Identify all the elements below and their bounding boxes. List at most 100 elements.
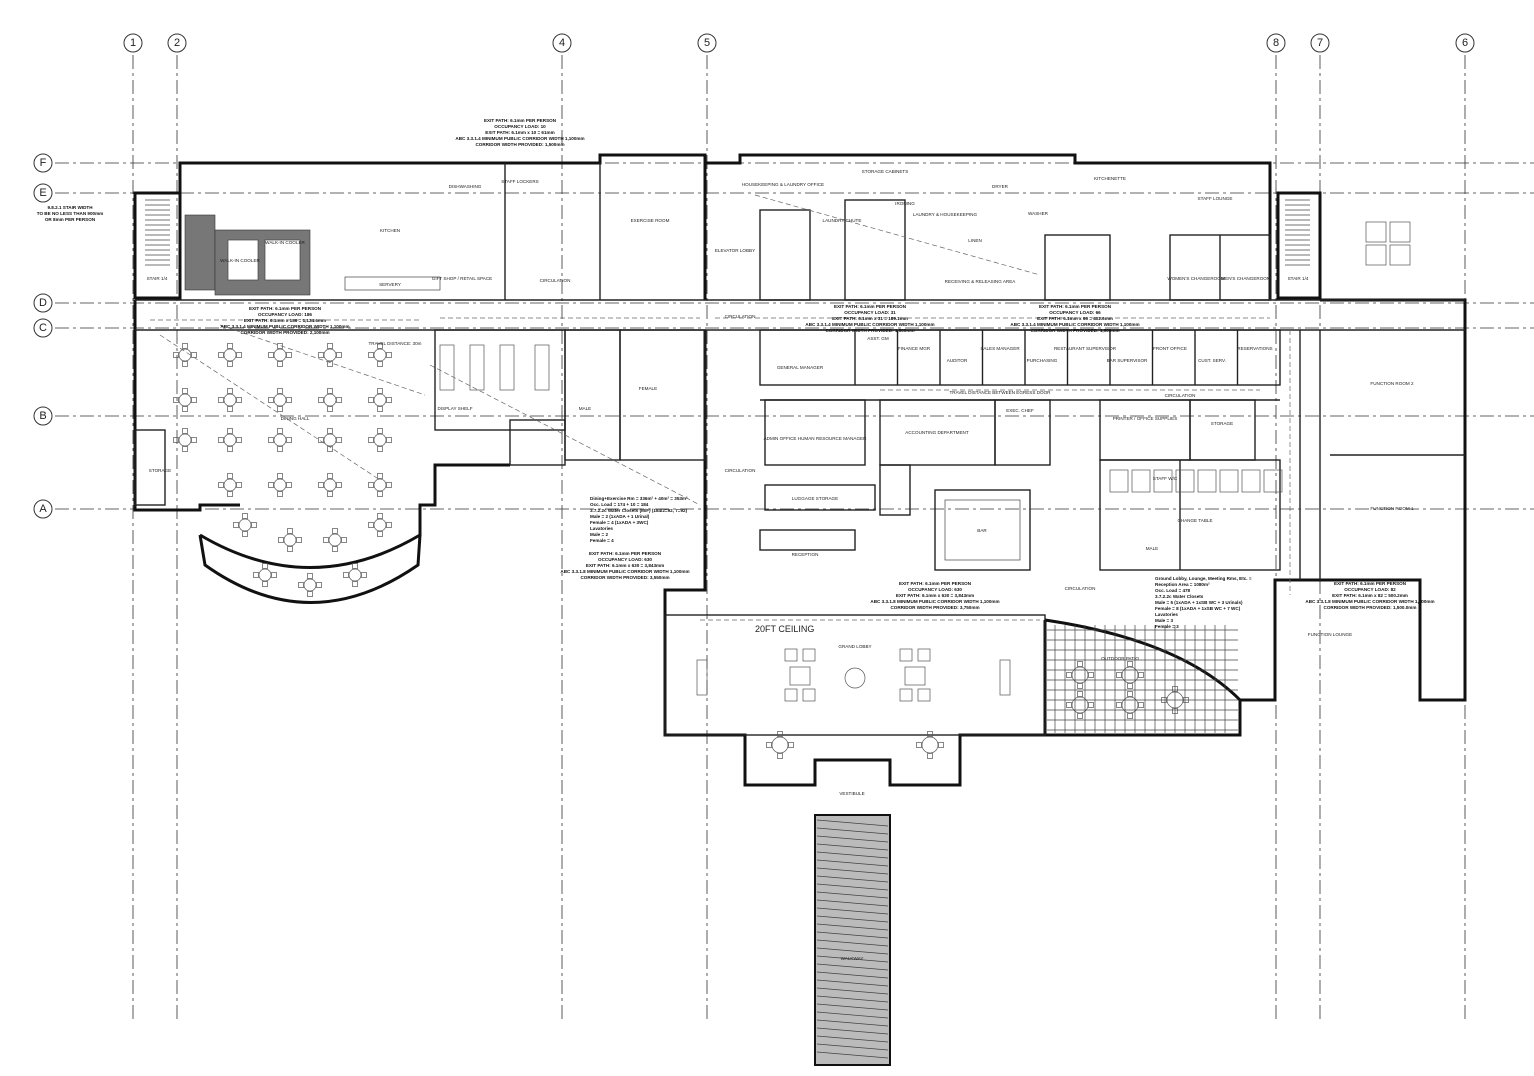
chair bbox=[233, 522, 239, 528]
table bbox=[323, 433, 337, 447]
note-line: Reception Area = 1080m² bbox=[1155, 582, 1210, 587]
svg-text:OR 8mm PER PERSON: OR 8mm PER PERSON bbox=[45, 217, 96, 222]
note-line: EXIT PATH: 6.1mm PER PERSON bbox=[899, 581, 972, 586]
grid-bubble-8: 8 bbox=[1266, 33, 1286, 53]
chair bbox=[1138, 672, 1144, 678]
table bbox=[1071, 696, 1089, 714]
chair bbox=[277, 428, 283, 434]
furniture bbox=[145, 199, 1411, 1059]
table bbox=[223, 348, 237, 362]
toilet-stall bbox=[1109, 469, 1129, 493]
chair bbox=[318, 437, 324, 443]
chair bbox=[368, 397, 374, 403]
chair bbox=[352, 563, 358, 569]
chair bbox=[386, 522, 392, 528]
chair bbox=[361, 572, 367, 578]
chair bbox=[271, 572, 277, 578]
chair bbox=[218, 397, 224, 403]
note-line: ABC 3.3.1.4 MINIMUM PUBLIC CORRIDOR WIDT… bbox=[220, 324, 349, 329]
note-line: ABC 3.3.1.4 MINIMUM PUBLIC CORRIDOR WIDT… bbox=[455, 136, 584, 141]
chair bbox=[916, 742, 922, 748]
chair bbox=[1077, 691, 1083, 697]
chair bbox=[788, 742, 794, 748]
grid-bubble-1: 1 bbox=[123, 33, 143, 53]
room-servery: SERVERY bbox=[379, 282, 401, 287]
chair bbox=[253, 572, 259, 578]
chair bbox=[227, 446, 233, 452]
room-kitchenette: KITCHENETTE bbox=[1094, 176, 1126, 181]
table bbox=[223, 393, 237, 407]
svg-text:9.8.2.1 STAIR WIDTH: 9.8.2.1 STAIR WIDTH bbox=[47, 205, 93, 210]
chair bbox=[277, 388, 283, 394]
chair bbox=[327, 388, 333, 394]
chair bbox=[327, 491, 333, 497]
room-sales-mgr: SALES MANAGER bbox=[980, 346, 1020, 351]
chair bbox=[227, 388, 233, 394]
grid-bubble-A: A bbox=[33, 499, 53, 519]
grid-bubble-E: E bbox=[33, 183, 53, 203]
note-line: Occ. Load = 174 + 10 = 184 bbox=[590, 502, 649, 507]
chair bbox=[377, 531, 383, 537]
room-storage-left: STORAGE bbox=[149, 468, 171, 473]
room-staff-wc: STAFF W/C bbox=[1153, 476, 1178, 481]
chair bbox=[287, 546, 293, 552]
chair bbox=[938, 742, 944, 748]
room-outdoor-patio: OUTDOOR PATIO bbox=[1101, 656, 1139, 661]
chair bbox=[227, 361, 233, 367]
chair bbox=[1116, 702, 1122, 708]
table bbox=[323, 393, 337, 407]
room-bar: BAR bbox=[977, 528, 987, 533]
note-line: EXIT PATH: 6.1mm PER PERSON bbox=[249, 306, 322, 311]
grid-bubble-7: 7 bbox=[1310, 33, 1330, 53]
chair bbox=[927, 753, 933, 759]
chair bbox=[377, 343, 383, 349]
chair bbox=[1127, 691, 1133, 697]
svg-text:5: 5 bbox=[704, 37, 710, 49]
ceiling-note: 20FT CEILING bbox=[755, 624, 814, 634]
armchair bbox=[917, 648, 931, 662]
chair bbox=[242, 513, 248, 519]
note-line: EXIT PATH: 6.1mm x 82 = 500.2mm bbox=[1332, 593, 1408, 598]
toilet-stall bbox=[1219, 469, 1239, 493]
note-line: Lavatories bbox=[1155, 612, 1178, 617]
room-accounting: ACCOUNTING DEPARTMENT bbox=[905, 430, 969, 435]
chair bbox=[173, 397, 179, 403]
note-line: 3.7.2.2c Water Closets (M/F) (184/2=92, … bbox=[590, 508, 688, 513]
exterior-walls bbox=[133, 153, 1467, 1066]
note-line: EXIT PATH: 6.1mm PER PERSON bbox=[589, 551, 662, 556]
note-line: ABC 3.3.1.4 MINIMUM PUBLIC CORRIDOR WIDT… bbox=[1010, 322, 1139, 327]
chair bbox=[251, 522, 257, 528]
room-female: FEMALE bbox=[639, 386, 657, 391]
chair bbox=[182, 406, 188, 412]
note-line: EXIT PATH: 6.1mm x 186 = 1,134.6mm bbox=[244, 318, 326, 323]
room-circulation-mid: CIRCULATION bbox=[1165, 393, 1196, 398]
grid-bubble-2: 2 bbox=[167, 33, 187, 53]
chair bbox=[386, 397, 392, 403]
grid-bubble-B: B bbox=[33, 406, 53, 426]
table bbox=[1389, 221, 1411, 243]
note-line: Dining+Exercise Rm = 336m² + 40m² = 353m… bbox=[590, 496, 688, 501]
chair bbox=[182, 428, 188, 434]
room-stair-right: STAIR 1/4 bbox=[1288, 276, 1309, 281]
note-line: EXIT PATH: 6.1mm x 630 = 3,843mm bbox=[586, 563, 664, 568]
armchair bbox=[802, 648, 816, 662]
chair bbox=[268, 437, 274, 443]
note-line: CORRIDOR WIDTH PROVIDED: 1,500.0mm bbox=[1324, 605, 1417, 610]
display-shelf bbox=[534, 344, 550, 391]
travel-distance-note: TRAVEL DISTANCE: 30m bbox=[368, 341, 421, 346]
table bbox=[178, 393, 192, 407]
room-storage-cabinets: STORAGE CABINETS bbox=[862, 169, 909, 174]
note-dining-calc: Dining+Exercise Rm = 336m² + 40m² = 353m… bbox=[590, 496, 688, 543]
grid-lines bbox=[55, 55, 1534, 1020]
chair bbox=[336, 437, 342, 443]
table bbox=[323, 478, 337, 492]
chair bbox=[377, 446, 383, 452]
chair bbox=[227, 491, 233, 497]
svg-text:A: A bbox=[39, 503, 47, 515]
chair bbox=[336, 397, 342, 403]
note-line: EXIT PATH: 6.1mm PER PERSON bbox=[1039, 304, 1112, 309]
armchair bbox=[784, 648, 798, 662]
sofa bbox=[696, 659, 708, 696]
